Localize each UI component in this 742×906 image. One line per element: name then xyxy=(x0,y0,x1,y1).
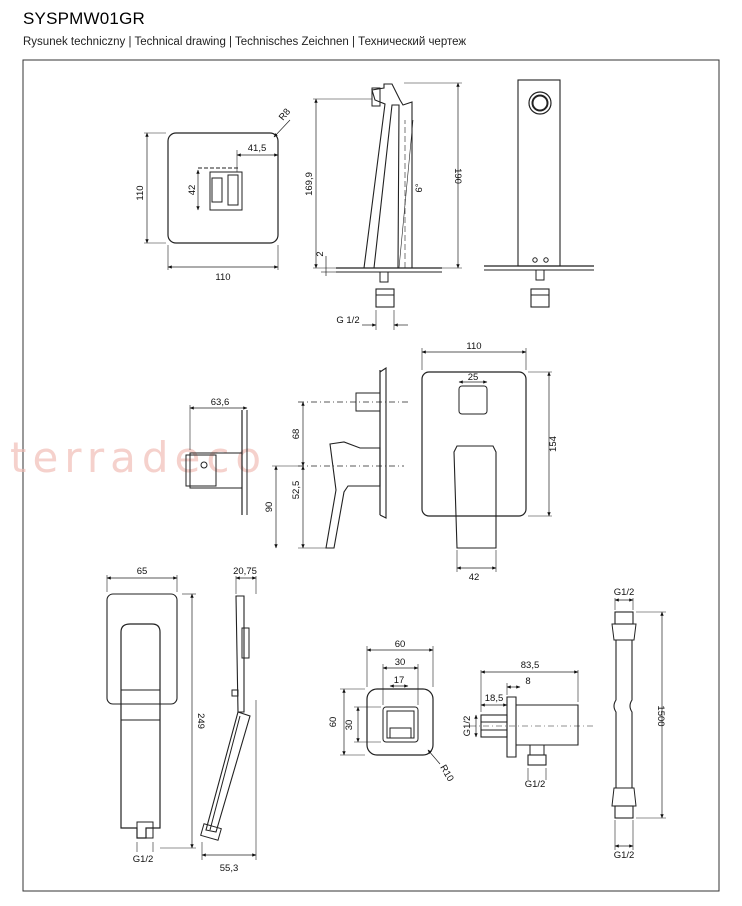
product-code-title: SYSPMW01GR xyxy=(23,9,145,28)
mixer-side-view xyxy=(185,405,248,515)
dim-18-5: 18,5 xyxy=(485,693,504,704)
dim-g12-elbow-bottom: G1/2 xyxy=(525,779,546,790)
dimension-labels: 110 110 41,5 42 R8 169,9 2 6° 190 G 1/2 … xyxy=(133,107,666,874)
dim-g12-spout: G 1/2 xyxy=(336,315,359,326)
wall-plate-front-view xyxy=(144,119,291,270)
wall-outlet-front-view xyxy=(340,646,441,765)
dim-20-75: 20,75 xyxy=(233,566,257,577)
hand-shower-front-view xyxy=(106,575,196,852)
watermark-text: terradeco xyxy=(10,433,267,482)
dim-154: 154 xyxy=(548,436,559,452)
hand-shower-side-view xyxy=(200,576,257,860)
dim-30-outlet-width: 30 xyxy=(395,657,406,668)
dim-169-9: 169,9 xyxy=(304,172,315,196)
dim-1500: 1500 xyxy=(655,705,666,726)
dim-g12-elbow-side: G1/2 xyxy=(462,716,473,737)
mixer-plate-front-view xyxy=(421,348,552,572)
dim-249: 249 xyxy=(195,713,206,729)
dim-17: 17 xyxy=(394,675,405,686)
dim-42-plate: 42 xyxy=(187,185,198,196)
dim-r8: R8 xyxy=(277,107,293,123)
dim-25: 25 xyxy=(468,372,479,383)
dim-110-horizontal: 110 xyxy=(215,272,230,283)
dim-90: 90 xyxy=(264,502,275,513)
drawing-frame xyxy=(22,59,720,892)
dim-60-outlet-width: 60 xyxy=(395,639,406,650)
dim-110-mixer: 110 xyxy=(466,341,481,352)
wall-outlet-side-view xyxy=(470,670,596,780)
shower-hose-view xyxy=(611,598,666,850)
dim-83-5: 83,5 xyxy=(521,660,540,671)
dim-g12-hand-shower: G1/2 xyxy=(133,854,154,865)
dim-g12-hose-bottom: G1/2 xyxy=(614,850,635,861)
dim-110-vertical: 110 xyxy=(135,185,146,200)
dim-55-3: 55,3 xyxy=(220,863,239,874)
dim-g12-hose-top: G1/2 xyxy=(614,587,635,598)
dim-65: 65 xyxy=(137,566,148,577)
spout-rear-view xyxy=(484,79,594,308)
dim-41-5: 41,5 xyxy=(248,143,267,154)
dim-8: 8 xyxy=(525,676,530,687)
dim-30-outlet-height: 30 xyxy=(344,720,355,731)
dim-52-5: 52,5 xyxy=(291,481,302,500)
dim-60-outlet-height: 60 xyxy=(328,717,339,728)
dim-190: 190 xyxy=(452,168,463,184)
dim-2: 2 xyxy=(315,251,326,256)
dim-r10: R10 xyxy=(437,763,455,784)
dim-63-6: 63,6 xyxy=(211,397,230,408)
drawing-subtitle: Rysunek techniczny | Technical drawing |… xyxy=(23,36,467,48)
dim-68: 68 xyxy=(291,429,302,440)
dim-42-lever: 42 xyxy=(469,572,480,583)
mixer-lever-side-view xyxy=(272,366,410,549)
dim-6-degrees: 6° xyxy=(414,183,425,192)
spout-side-view xyxy=(313,82,462,330)
